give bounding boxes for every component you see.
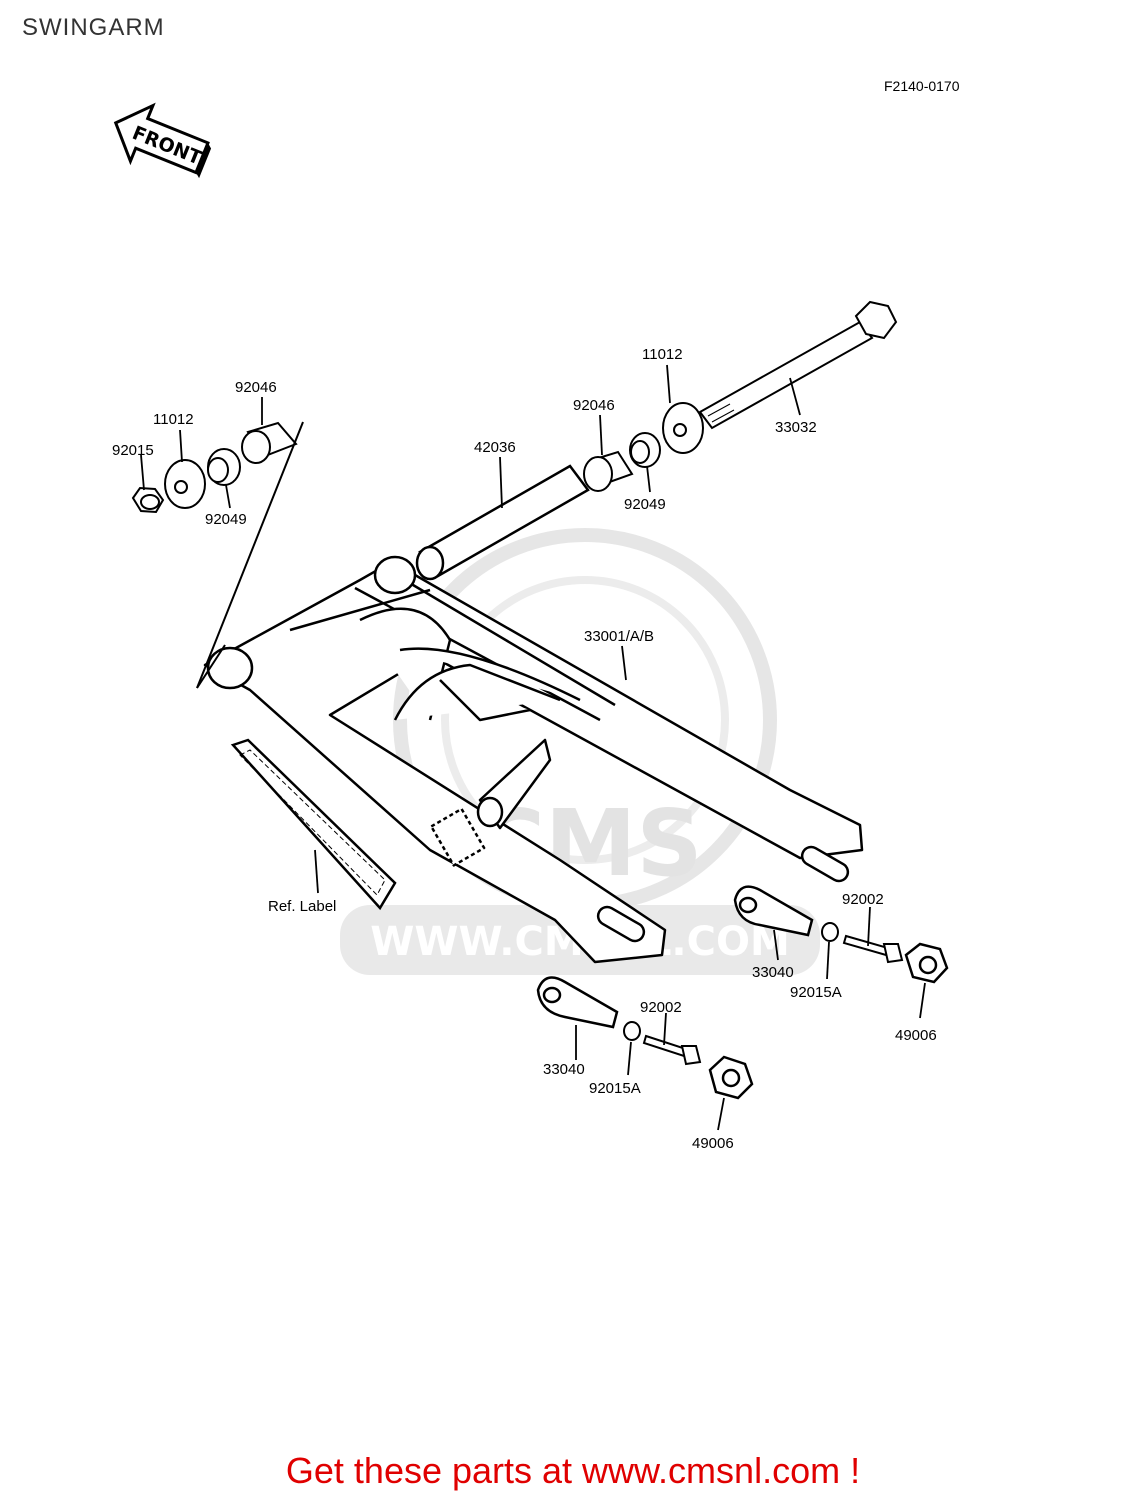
adjuster-33040-lower [536, 976, 619, 1029]
nut-49006-lower-shape [708, 1055, 754, 1100]
callout-33032: 33032 [775, 419, 817, 436]
callout-92046-right: 92046 [573, 397, 615, 414]
callout-92015-left: 92015 [112, 442, 154, 459]
callout-11012-left: 11012 [153, 411, 194, 428]
pivot-tube-42036 [415, 464, 590, 581]
nut-49006-upper [904, 942, 949, 984]
callout-92049-left: 92049 [205, 511, 247, 528]
callouts: 92015 11012 92046 92049 42036 92046 1101… [112, 346, 937, 1152]
bearing-92046-left [241, 421, 298, 464]
callout-92049-right: 92049 [624, 496, 666, 513]
callout-11012-right: 11012 [642, 346, 683, 363]
right-pivot-hardware [583, 300, 898, 492]
leader-lines [140, 364, 926, 1131]
callout-33040-upper: 33040 [752, 964, 794, 981]
swingarm-diagram: CMS WWW.CMSNL.COM FRONT [112, 102, 949, 1152]
bearing-92046-right [583, 450, 634, 492]
washer-92015A-lower [623, 1021, 641, 1041]
ref-label-text: Ref. Label [268, 898, 336, 915]
callout-92015A-lower: 92015A [589, 1080, 641, 1097]
seal-92049-left [207, 448, 241, 486]
axle-33032 [698, 300, 898, 430]
promo-link[interactable]: Get these parts at www.cmsnl.com ! [285, 1450, 861, 1491]
ref-label-sticker [230, 738, 397, 911]
callout-42036: 42036 [474, 439, 516, 456]
exploded-guide-line [196, 421, 304, 689]
cap-11012-left [164, 459, 206, 509]
callout-33040-lower: 33040 [543, 1061, 585, 1078]
swingarm-33001 [203, 555, 864, 964]
bolt-92002-upper [842, 934, 904, 964]
figure-code: F2140-0170 [884, 78, 960, 94]
washer-92015A-upper [821, 922, 839, 942]
callout-92015A-upper: 92015A [790, 984, 842, 1001]
left-pivot-hardware [131, 421, 298, 514]
callout-49006-lower: 49006 [692, 1135, 734, 1152]
exploded-guide-line-2 [196, 644, 226, 689]
front-arrow-icon: FRONT [113, 102, 212, 179]
nut-92015-left [131, 486, 165, 514]
callout-92002-lower: 92002 [640, 999, 682, 1016]
seal-92049-right [629, 432, 661, 468]
bolt-92002-lower [642, 1034, 702, 1066]
cap-11012-right [662, 402, 704, 454]
page-title: SWINGARM [22, 14, 165, 41]
callout-92002-upper: 92002 [842, 891, 884, 908]
callout-49006-upper: 49006 [895, 1027, 937, 1044]
callout-92046-left: 92046 [235, 379, 277, 396]
adjuster-33040-upper [733, 885, 814, 937]
callout-33001: 33001/A/B [584, 628, 654, 645]
